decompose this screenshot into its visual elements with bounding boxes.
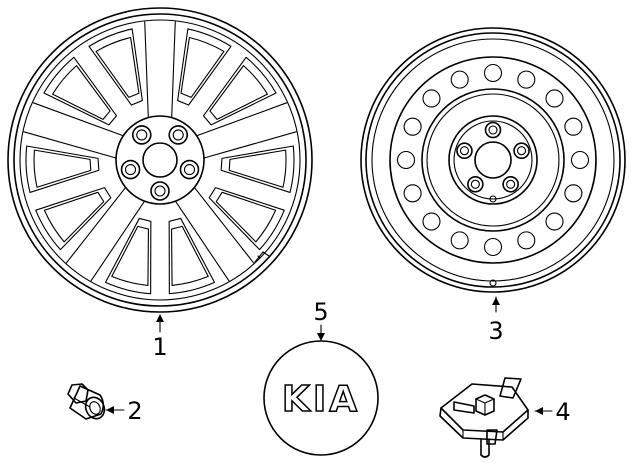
vent-hole xyxy=(483,237,503,257)
lug-hole-inner xyxy=(506,179,516,189)
spoke-window xyxy=(177,28,232,106)
spoke-window-inner xyxy=(180,36,225,98)
lug-hole xyxy=(456,142,473,160)
vent-hole xyxy=(517,70,536,89)
lug-hole-inner xyxy=(154,185,166,197)
vent-hole xyxy=(545,212,564,231)
callout-1: 1 xyxy=(152,314,168,361)
callout-5: 5 xyxy=(313,298,329,341)
lug-hole xyxy=(467,175,484,193)
spoke-window xyxy=(104,217,152,295)
spoke-window-inner xyxy=(95,36,140,98)
lug-hole xyxy=(120,159,141,180)
vent-hole xyxy=(422,212,441,231)
spare-tire-holder-icon xyxy=(439,377,529,458)
lug-hole-inner xyxy=(459,146,470,156)
spoke-window-inner xyxy=(111,225,149,286)
spoke-edge xyxy=(196,102,288,137)
spoke-window xyxy=(202,56,277,126)
spoke-edge xyxy=(171,21,176,119)
vent-hole xyxy=(403,184,422,203)
steel-wheel-icon xyxy=(360,27,626,293)
lug-hole xyxy=(502,175,519,193)
cap-logo-text: KIA xyxy=(282,379,360,420)
lug-hole-inner xyxy=(136,129,148,141)
spoke-window-inner xyxy=(171,225,209,286)
lug-hole xyxy=(131,125,152,145)
spoke-window xyxy=(35,187,112,251)
vent-hole xyxy=(545,89,564,108)
spoke-window xyxy=(25,145,100,193)
lug-hole-inner xyxy=(470,179,480,189)
spoke-window-inner xyxy=(52,65,111,120)
lug-hole-inner xyxy=(124,164,137,176)
vent-hole xyxy=(450,231,469,250)
spoke-edge xyxy=(174,200,230,282)
lug-hole xyxy=(150,181,170,201)
vent-hole xyxy=(450,70,469,89)
vent-hole xyxy=(570,150,590,170)
lug-hole xyxy=(513,142,530,160)
spoke-window xyxy=(168,217,216,295)
callout-label: 1 xyxy=(152,333,167,361)
callout-3: 3 xyxy=(488,296,504,345)
vent-hole xyxy=(517,231,536,250)
spoke-edge xyxy=(23,131,117,159)
vent-hole xyxy=(396,150,416,170)
callout-2: 2 xyxy=(105,397,143,425)
spoke-window-inner xyxy=(228,149,287,188)
vent-hole xyxy=(422,89,441,108)
lug-hole xyxy=(179,159,200,180)
lug-hole-inner xyxy=(183,164,196,176)
callout-label: 3 xyxy=(488,317,503,345)
spoke-window-inner xyxy=(33,149,92,188)
spoke-edge xyxy=(65,186,127,264)
callout-4: 4 xyxy=(534,398,571,426)
lug-hole-inner xyxy=(516,146,527,156)
lug-hole-inner xyxy=(488,125,498,135)
spoke-edge xyxy=(144,21,149,119)
spoke-edge xyxy=(32,102,124,137)
lug-hole-inner xyxy=(172,129,184,141)
alloy-wheel-icon xyxy=(7,7,313,313)
spoke-window-inner xyxy=(43,191,105,243)
lug-hole xyxy=(168,125,189,145)
vent-hole xyxy=(564,117,583,136)
vent-hole xyxy=(564,184,583,203)
lug-nut-icon xyxy=(67,383,106,420)
spoke-window xyxy=(208,187,285,251)
spoke-window-inner xyxy=(209,65,268,120)
spoke-edge xyxy=(203,131,297,159)
spoke-window-inner xyxy=(215,191,277,243)
spoke-window xyxy=(220,145,295,193)
spoke-window xyxy=(43,56,118,126)
spoke-edge xyxy=(193,186,255,264)
callout-label: 2 xyxy=(127,397,142,425)
vent-hole xyxy=(483,63,503,83)
lug-hole xyxy=(484,121,502,139)
center-cap-icon: KIA xyxy=(263,340,379,456)
callout-label: 4 xyxy=(555,398,570,426)
spoke-window xyxy=(88,28,143,106)
spoke-edge xyxy=(90,200,146,282)
vent-hole xyxy=(403,117,422,136)
callout-label: 5 xyxy=(313,298,328,326)
